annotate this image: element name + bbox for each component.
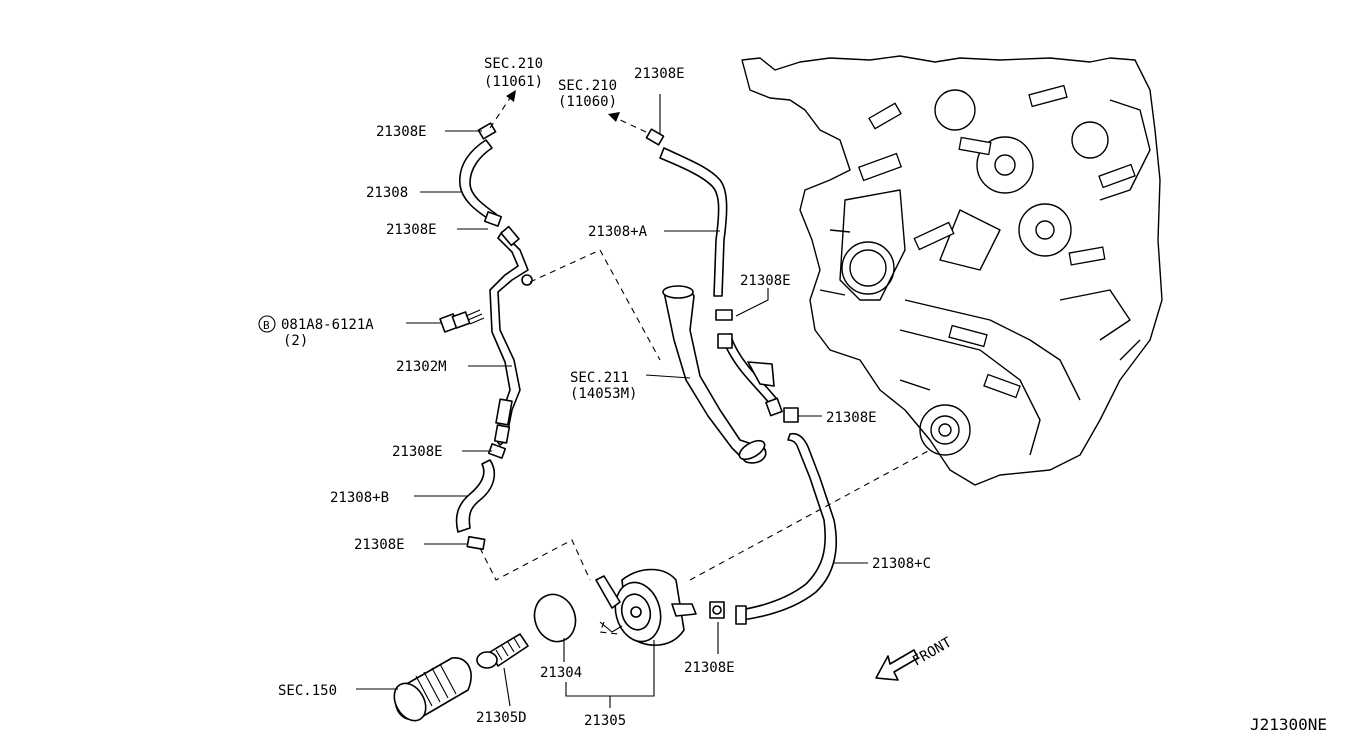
label-oring-21304: 21304	[540, 665, 582, 681]
clamp-bottom-left	[466, 535, 486, 551]
label-clamp-cooler: 21308E	[684, 660, 735, 676]
label-hose-21308a: 21308+A	[588, 224, 648, 240]
engine-block	[741, 55, 1163, 486]
label-connector-21305d: 21305D	[476, 710, 527, 726]
ref-line-bolt	[529, 249, 661, 361]
label-clamp-top-left: 21308E	[376, 124, 427, 140]
ref-line-cooler	[479, 539, 591, 581]
hose-21308a	[659, 147, 728, 297]
oring-21304	[533, 593, 577, 643]
oil-cooler-21305	[595, 568, 697, 646]
label-sec210-b-ref: (11060)	[558, 94, 617, 110]
label-sec210-a-ref: (11061)	[484, 74, 543, 90]
label-sec211: SEC.211	[570, 370, 629, 386]
hose-21308b	[455, 459, 496, 533]
label-clamp-mid-left: 21308E	[386, 222, 437, 238]
label-clamp-bottom-left: 21308E	[354, 537, 405, 553]
label-clamp-lower-left: 21308E	[392, 444, 443, 460]
label-sec210-a: SEC.210	[484, 56, 543, 72]
label-hose-21308b: 21308+B	[330, 490, 389, 506]
front-arrow	[875, 649, 919, 681]
label-sec210-b: SEC.210	[558, 78, 617, 94]
label-clamp-top-right: 21308E	[634, 66, 685, 82]
diagram-id: J21300NE	[1250, 715, 1327, 734]
label-clamp-mid-right: 21308E	[740, 273, 791, 289]
arrow-sec210-b	[608, 112, 647, 133]
tube-21302m	[489, 231, 529, 446]
bolt-081a8	[439, 309, 485, 333]
label-oil-cooler-21305: 21305	[584, 713, 626, 729]
bolt-circle-marker	[258, 315, 276, 333]
arrow-sec210-a	[489, 90, 516, 129]
clamp-cooler	[709, 601, 725, 619]
clamp-top-right	[645, 128, 665, 146]
label-sec211-ref: (14053M)	[570, 386, 637, 402]
clamp-mid-right	[715, 309, 733, 321]
label-hose-21308c: 21308+C	[872, 556, 931, 572]
clamp-top-left	[477, 122, 497, 140]
label-clamp-right: 21308E	[826, 410, 877, 426]
label-hose-21308: 21308	[366, 185, 408, 201]
hose-21308	[459, 139, 497, 221]
label-bolt: 081A8-6121A	[281, 317, 374, 333]
clamp-lower-left	[487, 443, 507, 459]
clamp-right	[783, 407, 799, 423]
label-front: FRONT	[910, 634, 955, 669]
connector-21305d	[476, 633, 529, 669]
oil-filter	[393, 657, 472, 722]
ref-line-engine	[689, 449, 931, 581]
label-sec150: SEC.150	[278, 683, 337, 699]
label-bolt-qty: (2)	[283, 333, 308, 349]
clamp-mid-left	[483, 211, 503, 227]
label-tube-21302m: 21302M	[396, 359, 447, 375]
label-bolt-circle: B	[263, 319, 270, 332]
